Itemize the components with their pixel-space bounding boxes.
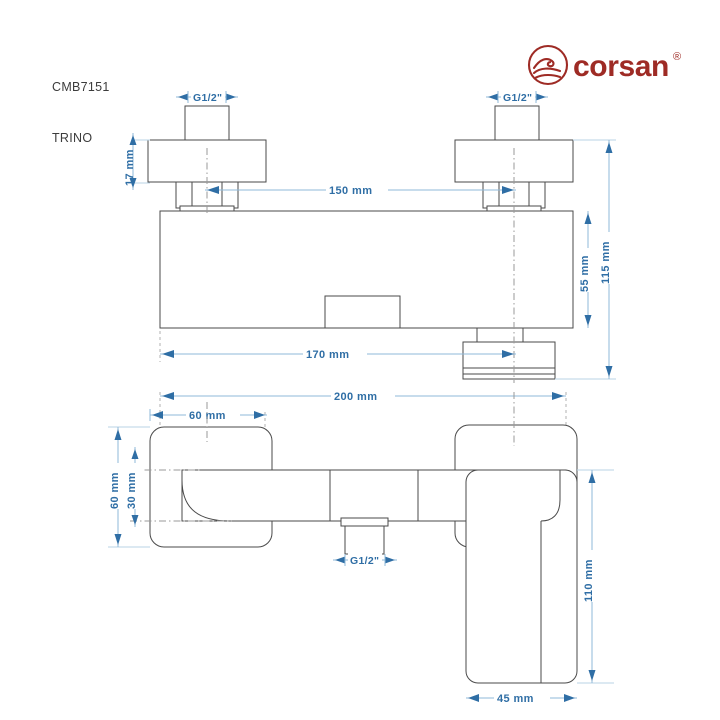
dimension-label-handle-width: 45 mm bbox=[497, 693, 534, 705]
top-plan-view: 200 mm 60 mm bbox=[108, 388, 614, 706]
right-inlet-flange bbox=[454, 139, 574, 183]
left-inlet-flange bbox=[147, 139, 267, 183]
brand-wordmark: corsan bbox=[573, 50, 669, 83]
handle-inner-curve bbox=[540, 470, 561, 522]
product-name: TRINO bbox=[52, 131, 93, 145]
left-transition-curve bbox=[181, 470, 231, 522]
dimension-thread-left: G1/2" bbox=[176, 89, 238, 104]
dimension-label-body-height: 55 mm bbox=[579, 255, 591, 292]
spout-ring-2 bbox=[462, 373, 556, 380]
dimension-handle-length: 110 mm bbox=[577, 469, 614, 684]
dimension-inlet-height: 17 mm bbox=[124, 133, 150, 190]
dimension-lever-length: 60 mm bbox=[149, 407, 267, 432]
plan-outlet-neck bbox=[340, 517, 389, 527]
wave-circle-icon bbox=[527, 44, 569, 86]
dimension-label-spout-offset: 170 mm bbox=[306, 349, 349, 361]
dimension-thread-right: G1/2" bbox=[486, 89, 548, 104]
dimension-label-thread-left: G1/2" bbox=[193, 92, 222, 104]
plan-outlet-thread bbox=[344, 525, 385, 555]
spout-neck bbox=[476, 327, 524, 343]
corsan-logo: corsan ® bbox=[527, 44, 687, 88]
dimension-label-total-height: 115 mm bbox=[600, 241, 612, 284]
registered-mark: ® bbox=[673, 51, 681, 63]
dimension-label-overall-length: 200 mm bbox=[334, 391, 377, 403]
spout-outlet-front bbox=[462, 327, 556, 380]
left-inlet-thread bbox=[184, 105, 230, 141]
dimension-depth-inner: 30 mm bbox=[126, 447, 143, 527]
dimension-label-lever-length: 60 mm bbox=[189, 410, 226, 422]
plan-outlet-assembly bbox=[340, 517, 389, 555]
handle-body-plan bbox=[465, 469, 578, 684]
dimension-spout-offset: 170 mm bbox=[159, 331, 516, 362]
dimension-label-depth-inner: 30 mm bbox=[126, 472, 138, 509]
dimension-body-height: 55 mm bbox=[579, 211, 596, 328]
dimension-label-inlet-height: 17 mm bbox=[124, 149, 136, 186]
diverter-button bbox=[324, 295, 401, 329]
dimension-total-height: 115 mm bbox=[555, 139, 617, 380]
front-elevation-view: G1/2" G1/2" 17 mm bbox=[124, 89, 617, 383]
product-code: CMB7151 bbox=[52, 80, 110, 94]
spout-ring-1 bbox=[462, 367, 556, 375]
dimension-depth-outer: 60 mm bbox=[108, 426, 150, 548]
dimension-centers: 150 mm bbox=[205, 182, 516, 198]
plan-body-geometry bbox=[149, 424, 578, 684]
dimension-label-depth-outer: 60 mm bbox=[109, 472, 121, 509]
dimension-overall-length: 200 mm bbox=[159, 388, 567, 432]
right-inlet-thread bbox=[494, 105, 540, 141]
dimension-handle-width: 45 mm bbox=[466, 690, 577, 706]
dimension-label-thread-right: G1/2" bbox=[503, 92, 532, 104]
dimension-label-centers: 150 mm bbox=[329, 185, 372, 197]
dimension-outlet-thread: G1/2" bbox=[333, 552, 397, 567]
dimension-label-handle-length: 110 mm bbox=[583, 559, 595, 602]
product-identification: CMB7151 TRINO bbox=[52, 45, 110, 181]
dimension-label-outlet-thread: G1/2" bbox=[350, 555, 379, 567]
